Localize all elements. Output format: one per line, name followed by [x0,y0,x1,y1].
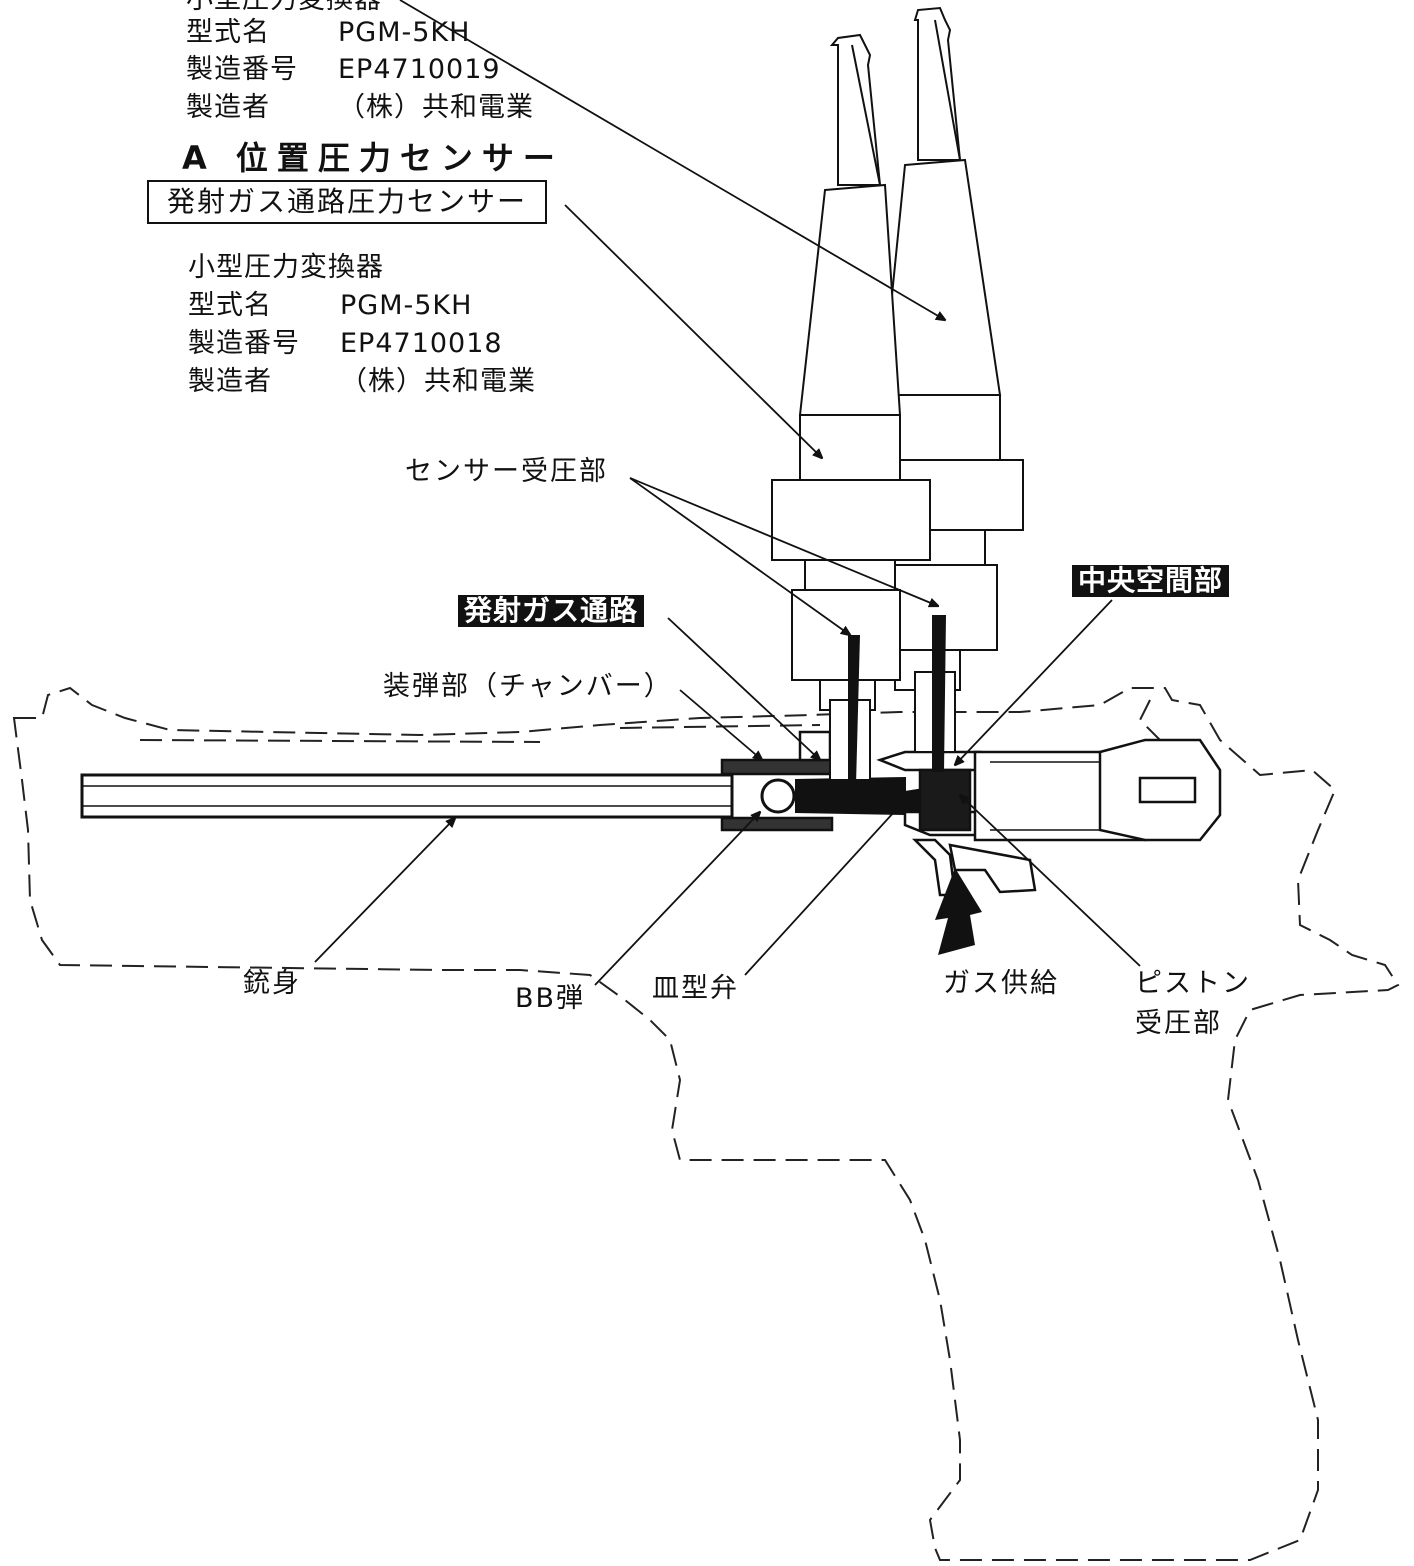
sensor-a-maker-key: 製造者 [188,366,272,397]
bb-bullet [760,778,796,814]
label-bb: BB弾 [515,983,586,1014]
label-launch-gas-passage: 発射ガス通路 [458,595,645,627]
label-dish-valve: 皿型弁 [652,973,739,1004]
sensor-b-maker-key: 製造者 [186,92,270,123]
sensor-a-maker: 製造者 （株）共和電業 [188,368,536,395]
sensor-a-model: 型式名 PGM-5KH [188,292,472,319]
sensor-b-maker: 製造者 （株）共和電業 [186,94,534,121]
sensor-a-position-title: A 位置圧力センサー [182,139,564,177]
label-gas-supply: ガス供給 [943,968,1059,999]
slide-outline [139,699,1161,743]
leader-lines [314,0,1141,986]
sensor-a-serial-value: EP4710018 [340,328,503,359]
sensor-b-body [854,6,1024,753]
label-barrel: 銃身 [243,968,301,999]
label-piston-line1: ピストン [1135,968,1251,999]
gas-supply-arrow [935,868,982,955]
chamber [720,730,834,832]
sensor-a-model-value: PGM-5KH [340,290,473,321]
sensor-b-transducer-type: 小型圧力変換器 [186,0,382,13]
sensor-b-model-key: 型式名 [186,17,270,48]
sensor-a-maker-value: （株）共和電業 [340,366,536,397]
sensor-b-tap [932,615,946,772]
sensor-a-transducer-type: 小型圧力変換器 [188,252,384,283]
sensor-b-model-value: PGM-5KH [338,17,471,48]
sensor-a-boxed-name: 発射ガス通路圧力センサー [147,180,548,224]
sensor-b-serial-value: EP4710019 [338,54,501,85]
sensor-a-serial: 製造番号 EP4710018 [188,330,503,357]
piston-cylinder [948,738,1222,894]
barrel [80,773,734,819]
sensor-a-tap [848,635,860,785]
label-piston-line2: 受圧部 [1135,1008,1222,1039]
sensor-a-model-key: 型式名 [188,290,272,321]
label-chamber: 装弾部（チャンバー） [383,671,673,702]
sensor-b-serial-key: 製造番号 [186,54,298,85]
sensor-b-model: 型式名 PGM-5KH [186,19,470,46]
valve-body [876,750,982,897]
sensor-b-serial: 製造番号 EP4710019 [186,56,501,83]
gun-outline [12,686,1400,1561]
label-sensor-receiving: センサー受圧部 [405,456,608,487]
sensor-a-serial-key: 製造番号 [188,328,300,359]
sensor-b-maker-value: （株）共和電業 [338,92,534,123]
sensor-a-body [771,33,931,781]
label-central-space: 中央空間部 [1072,565,1230,597]
